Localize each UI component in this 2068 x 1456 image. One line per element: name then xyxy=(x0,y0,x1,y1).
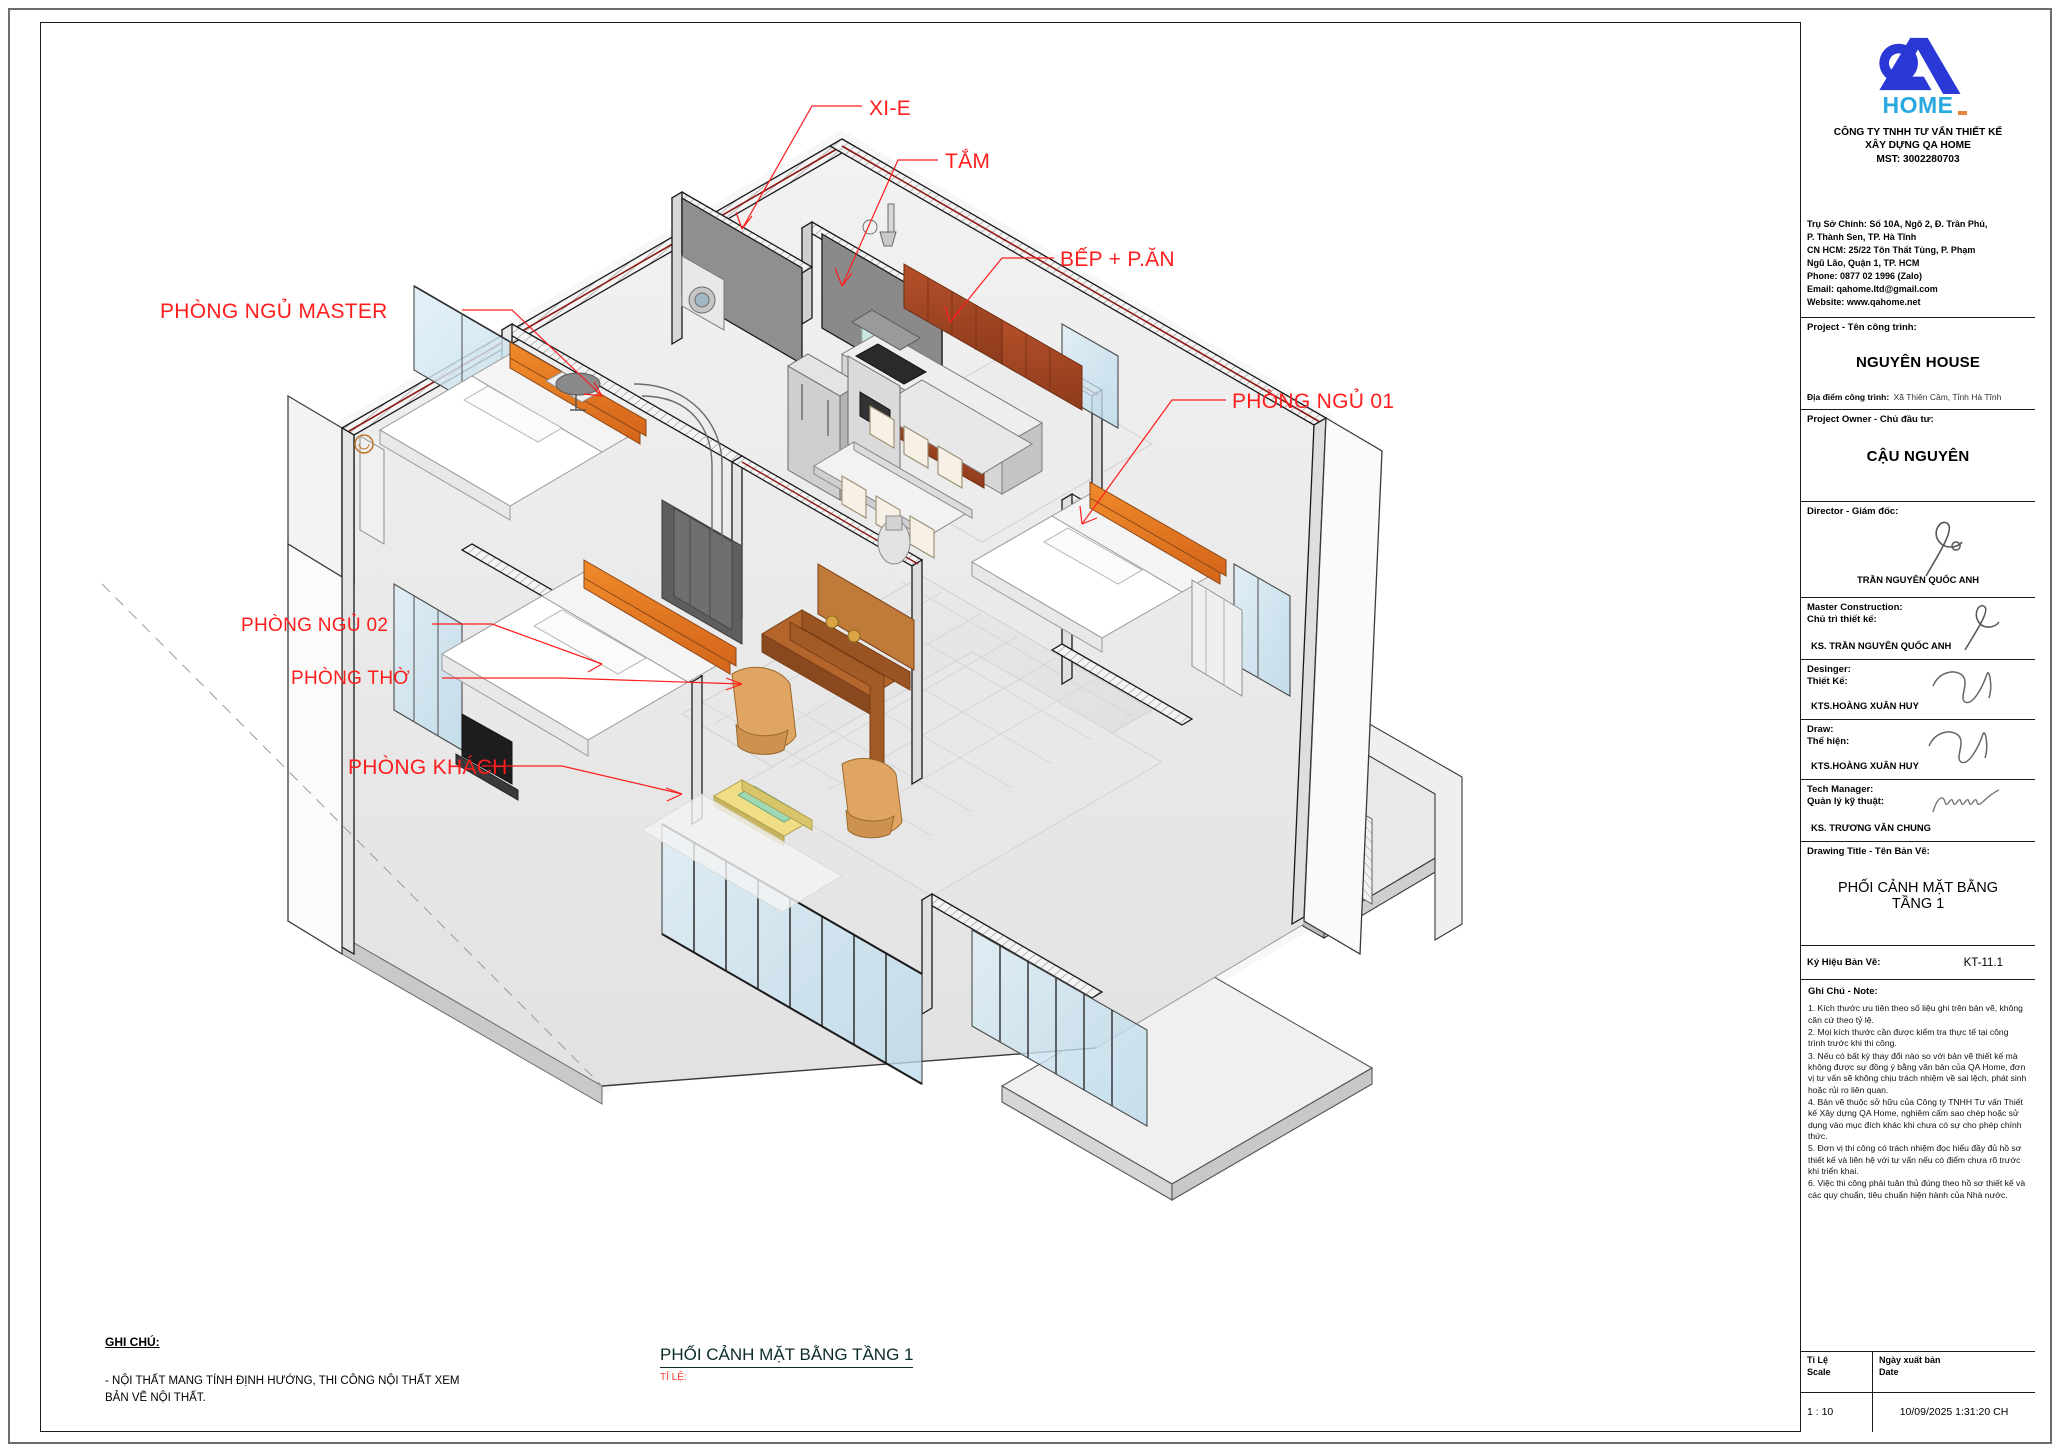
annotation-xi-e: XI-E xyxy=(869,97,912,120)
drawing-title-cell: Drawing Title - Tên Bản Vẽ: PHỐI CẢNH MẶ… xyxy=(1801,842,2035,947)
drawing-code-cell: Ký Hiệu Bản Vẽ: KT-11.1 xyxy=(1801,946,2035,981)
staff-row-draw: Draw: Thể hiện: KTS.HOÀNG XUÂN HUY xyxy=(1801,720,2035,781)
annotation-bep-phong-an: BẾP + P.ĂN xyxy=(1060,248,1175,271)
annotation-phong-ngu-master: PHÒNG NGỦ MASTER xyxy=(160,300,388,323)
draw-name: KTS.HOÀNG XUÂN HUY xyxy=(1811,760,1919,772)
isometric-render xyxy=(101,105,1463,1201)
furniture-bedroom-02 xyxy=(441,499,743,801)
designer-role-vi: Thiết Kế: xyxy=(1807,676,1848,688)
footer-cell: Tỉ Lệ Scale Ngày xuất bản Date 1 : 10 10… xyxy=(1801,1352,2035,1432)
notes-title: Ghi Chú - Note: xyxy=(1808,986,1878,998)
project-location-value: Xã Thiên Cầm, Tỉnh Hà Tĩnh xyxy=(1893,392,2002,403)
center-title-block: PHỐI CẢNH MẶT BẰNG TẦNG 1 TỈ LỆ: xyxy=(660,1345,914,1383)
drawing-title-label: Drawing Title - Tên Bản Vẽ: xyxy=(1807,846,1930,858)
scale-label-en: Scale xyxy=(1807,1366,1831,1377)
qa-logo-icon xyxy=(1879,37,1961,94)
sheet-outer-border xyxy=(8,8,2052,1444)
address-line-4: Ngũ Lão, Quận 1, TP. HCM xyxy=(1807,258,1920,269)
owner-cell: Project Owner - Chủ đầu tư: CẬU NGUYÊN xyxy=(1801,410,2035,503)
annotation-leaders xyxy=(432,105,1226,802)
annotation-tam: TẮM xyxy=(945,150,991,173)
logo-accent-mark xyxy=(1957,111,1967,115)
scale-label-vi: Tỉ Lệ xyxy=(1807,1355,1829,1365)
tech-manager-name: KS. TRƯƠNG VĂN CHUNG xyxy=(1811,822,1931,834)
center-drawing-title: PHỐI CẢNH MẶT BẰNG TẦNG 1 xyxy=(660,1345,914,1368)
project-location-label: Địa điểm công trình: xyxy=(1807,392,1890,403)
director-signature xyxy=(1925,522,1963,577)
staff-row-tech-manager: Tech Manager: Quản lý kỹ thuật: KS. TRƯƠ… xyxy=(1801,780,2035,843)
date-label-en: Date xyxy=(1879,1366,1899,1377)
notes-cell: Ghi Chú - Note: 1. Kích thước ưu tiên th… xyxy=(1801,980,2035,1352)
drawing-code-value: KT-11.1 xyxy=(1963,956,2003,969)
director-name: TRẦN NGUYÊN QUỐC ANH xyxy=(1856,574,1980,586)
staff-row-designer: Desinger: Thiết Kế: KTS.HOÀNG XUÂN HUY xyxy=(1801,660,2035,721)
staff-row-director: Director - Giám đốc: TRẦN NGUYÊN QUỐC AN… xyxy=(1801,502,2035,599)
address-line-3: CN HCM: 25/22 Tôn Thất Tùng, P. Phạm xyxy=(1807,245,1976,256)
company-logo-cell: HOME CÔNG TY TNHH TƯ VẤN THIẾT KẾ XÂY DỰ… xyxy=(1801,22,2035,212)
owner-name: CẬU NGUYÊN xyxy=(1866,448,1970,466)
site-boundary xyxy=(101,583,603,1087)
scale-value: 1 : 10 xyxy=(1807,1406,1834,1419)
annotation-phong-tho: PHÒNG THỜ xyxy=(291,668,410,689)
draw-role-vi: Thể hiện: xyxy=(1807,736,1850,748)
company-address-cell: Trụ Sở Chính: Số 10A, Ngõ 2, Đ. Trần Phú… xyxy=(1801,212,2035,319)
isometric-floor-plan: XI-E TẮM BẾP + P.ĂN PHÒNG NGỦ MASTER PHÒ… xyxy=(42,24,1798,1430)
annotation-phong-ngu-01: PHÒNG NGỦ 01 xyxy=(1232,390,1395,413)
tech-manager-role-en: Tech Manager: xyxy=(1807,784,1874,796)
furniture-master-bedroom xyxy=(354,341,647,545)
project-cell: Project - Tên công trình: NGUYÊN HOUSE Đ… xyxy=(1801,318,2035,411)
stair-rail xyxy=(633,383,723,544)
note-item-5: 5. Đơn vị thi công có trách nhiệm đọc hi… xyxy=(1808,1143,2022,1177)
note-item-1: 1. Kích thước ưu tiên theo số liệu ghi t… xyxy=(1808,1003,2023,1025)
note-item-4: 4. Bản vẽ thuộc sở hữu của Công ty TNHH … xyxy=(1808,1097,2023,1142)
drawing-code-label: Ký Hiệu Bản Vẽ: xyxy=(1807,956,1881,968)
company-name-line2: XÂY DỰNG QA HOME xyxy=(1865,140,1971,152)
title-block: HOME CÔNG TY TNHH TƯ VẤN THIẾT KẾ XÂY DỰ… xyxy=(1800,22,2035,1432)
address-line-2: P. Thành Sen, TP. Hà Tĩnh xyxy=(1807,232,1917,243)
master-construction-role-vi: Chủ trì thiết kế: xyxy=(1807,614,1877,626)
appliances xyxy=(681,203,897,331)
address-phone: Phone: 0877 02 1996 (Zalo) xyxy=(1807,271,1923,282)
company-tax-id: MST: 3002280703 xyxy=(1876,153,1960,165)
note-item-6: 6. Việc thi công phải tuân thủ đúng theo… xyxy=(1808,1178,2026,1200)
address-website: Website: www.qahome.net xyxy=(1807,297,1921,308)
drawing-title-line2: TẦNG 1 xyxy=(1891,896,1945,913)
tech-manager-role-vi: Quản lý kỹ thuật: xyxy=(1807,796,1885,808)
date-value: 10/09/2025 1:31:20 CH xyxy=(1899,1406,2009,1419)
project-label: Project - Tên công trình: xyxy=(1807,322,1917,334)
address-line-1: Trụ Sở Chính: Số 10A, Ngõ 2, Đ. Trần Phú… xyxy=(1807,219,1988,229)
designer-name: KTS.HOÀNG XUÂN HUY xyxy=(1811,700,1919,712)
furniture-bedroom-01 xyxy=(971,481,1243,697)
annotation-phong-ngu-02: PHÒNG NGỦ 02 xyxy=(241,615,389,636)
address-email: Email: qahome.ltd@gmail.com xyxy=(1807,284,1938,295)
project-name: NGUYÊN HOUSE xyxy=(1855,354,1981,372)
note-item-2: 2. Mọi kích thước cần được kiểm tra thực… xyxy=(1808,1027,2009,1049)
logo-word-text: HOME xyxy=(1882,92,1954,118)
center-scale-label: TỈ LỆ: xyxy=(660,1372,687,1383)
master-construction-name: KS. TRẦN NGUYÊN QUỐC ANH xyxy=(1811,640,1952,652)
company-name-line1: CÔNG TY TNHH TƯ VẤN THIẾT KẾ xyxy=(1833,127,2003,138)
director-role-label: Director - Giám đốc: xyxy=(1807,506,1899,518)
furniture-altar xyxy=(761,515,915,765)
bottom-note-title: GHI CHÚ: xyxy=(105,1335,160,1349)
note-item-3: 3. Nếu có bất kỳ thay đổi nào so với bản… xyxy=(1808,1050,2027,1095)
date-label-vi: Ngày xuất bản xyxy=(1879,1355,1941,1365)
annotation-phong-khach: PHÒNG KHÁCH xyxy=(348,756,508,779)
furniture-living xyxy=(641,666,903,913)
bottom-note-line1: - NỘI THẤT MANG TÍNH ĐỊNH HƯỚNG, THI CÔN… xyxy=(105,1375,460,1387)
bottom-note-block: GHI CHÚ: - NỘI THẤT MANG TÍNH ĐỊNH HƯỚNG… xyxy=(105,1335,665,1406)
designer-role-en: Desinger: xyxy=(1807,664,1851,676)
logo-wordmark: HOME xyxy=(1882,92,1967,118)
owner-label: Project Owner - Chủ đầu tư: xyxy=(1807,414,1934,426)
draw-role-en: Draw: xyxy=(1807,724,1834,736)
staff-row-master-construction: Master Construction: Chủ trì thiết kế: K… xyxy=(1801,598,2035,661)
master-construction-role-en: Master Construction: xyxy=(1807,602,1903,614)
drawing-title-line1: PHỐI CẢNH MẶT BẰNG xyxy=(1837,880,1999,897)
bottom-note-line2: BẢN VẼ NỘI THẤT. xyxy=(105,1391,206,1404)
